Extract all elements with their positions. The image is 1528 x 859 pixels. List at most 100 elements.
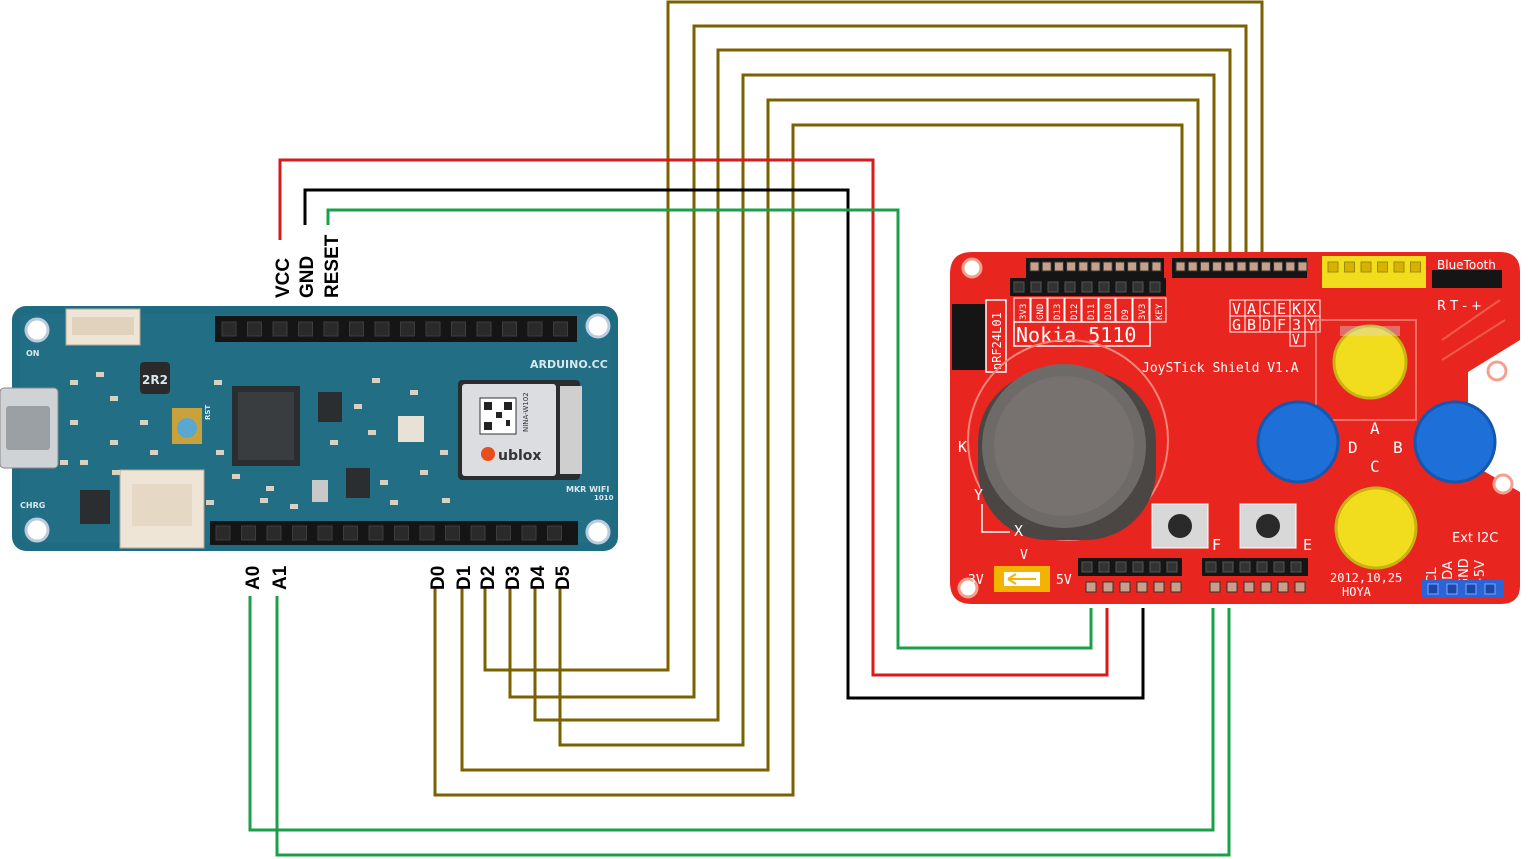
smd-component	[440, 450, 448, 455]
shield-date: 2012,10,25	[1330, 571, 1402, 585]
smd-component	[70, 380, 78, 385]
header-pin	[292, 525, 307, 541]
lcd-pin-label: D9	[1121, 309, 1131, 320]
smd-component	[80, 460, 88, 465]
smd-component	[380, 480, 388, 485]
header-pin	[349, 321, 364, 337]
antenna	[560, 386, 582, 474]
header-pin	[1260, 581, 1272, 593]
grid-letter: 3	[1292, 316, 1301, 334]
pin-label-a1: A1	[270, 565, 291, 590]
header-pin	[1175, 261, 1186, 272]
inductor-label: 2R2	[142, 373, 168, 387]
header-pin	[1098, 281, 1110, 293]
wire-gnd	[303, 188, 1145, 700]
header-pin	[1029, 261, 1040, 272]
grid-letter: F	[1277, 316, 1286, 334]
header-pin	[502, 321, 517, 337]
crystal	[312, 480, 328, 502]
mount-hole	[585, 313, 611, 339]
voltage-3v-label: 3V	[968, 573, 984, 588]
joystick-k-label: K	[958, 438, 967, 456]
button-c-label: C	[1370, 457, 1380, 476]
header-pin	[1410, 261, 1421, 273]
wire-a0	[248, 596, 1215, 832]
lcd-pin-label: GND	[1036, 304, 1046, 320]
header-pin	[1081, 281, 1093, 293]
header-pin	[1360, 261, 1372, 273]
lcd-pin-label: D12	[1070, 304, 1080, 320]
button-b-label: B	[1393, 438, 1403, 457]
header-pin	[1256, 561, 1268, 573]
silk-rst: RST	[204, 405, 212, 420]
header-pin	[1127, 261, 1138, 272]
arduino-top-pin-labels: VCC GND RESET	[273, 234, 343, 298]
silk-on: ON	[26, 349, 40, 358]
button-b	[1413, 400, 1497, 484]
header-pin	[215, 525, 231, 541]
lcd-pin-label: D13	[1053, 304, 1063, 320]
header-pin	[1484, 583, 1496, 595]
header-pin	[419, 525, 435, 541]
pin-label-reset: RESET	[322, 234, 343, 298]
header-pin	[1078, 261, 1089, 272]
ublox-model: NINA-W102	[522, 392, 530, 432]
wire-d5	[558, 73, 1216, 747]
wire-d3	[508, 24, 1248, 699]
grid-letter: K	[1292, 300, 1301, 318]
lcd-pin-label: D11	[1087, 304, 1097, 320]
smd-component	[70, 420, 78, 425]
header-pin	[1273, 561, 1285, 573]
wire-vcc	[278, 158, 1109, 677]
header-pin	[247, 321, 262, 337]
header-pin	[1081, 561, 1093, 573]
pin-label-d5: D5	[553, 565, 574, 590]
ublox-brand: ublox	[498, 448, 541, 464]
header-pin	[547, 525, 562, 541]
header-pin	[1446, 583, 1458, 595]
silk-arduino-cc: ARDUINO.CC	[530, 358, 608, 371]
grid-letter: D	[1262, 316, 1271, 334]
header-pin	[1149, 561, 1161, 573]
smd-component	[354, 404, 362, 409]
inductor	[140, 362, 170, 394]
wire-reset	[326, 208, 1093, 650]
button-c	[1334, 486, 1418, 570]
grid-letter: E	[1277, 300, 1286, 318]
mount-hole	[957, 577, 979, 599]
header-pin	[343, 525, 358, 541]
switch-e-label: E	[1303, 536, 1312, 554]
switch-f-label: F	[1212, 536, 1221, 554]
header-pin	[1085, 581, 1097, 593]
smd-component	[96, 372, 104, 377]
grid-letter: A	[1247, 300, 1256, 318]
mount-hole	[585, 519, 611, 545]
header-pin	[1427, 583, 1439, 595]
header-pin	[400, 321, 415, 337]
smd-component	[110, 440, 118, 445]
header-pin	[1248, 261, 1259, 272]
header-pin	[1114, 261, 1125, 272]
smd-component	[112, 470, 120, 475]
header-pin	[1243, 581, 1255, 593]
header-pin	[1053, 261, 1064, 272]
header-pin	[221, 321, 237, 337]
pin-label-a0: A0	[243, 566, 264, 590]
header-pin	[1260, 261, 1271, 272]
header-pin	[1153, 581, 1165, 593]
header-pin	[451, 321, 466, 337]
voltage-5v-label: 5V	[1056, 573, 1072, 588]
header-pin	[317, 525, 333, 541]
header-pin	[1139, 261, 1150, 272]
header-pin	[445, 525, 460, 541]
header-pin	[368, 525, 384, 541]
bluetooth-header-black	[1432, 270, 1502, 288]
header-pin	[1294, 581, 1306, 593]
small-chip	[346, 468, 370, 498]
header-pin	[1212, 261, 1223, 272]
header-pin	[1209, 581, 1221, 593]
smd-component	[410, 390, 418, 395]
header-pin	[323, 321, 339, 337]
smd-component	[140, 420, 148, 425]
